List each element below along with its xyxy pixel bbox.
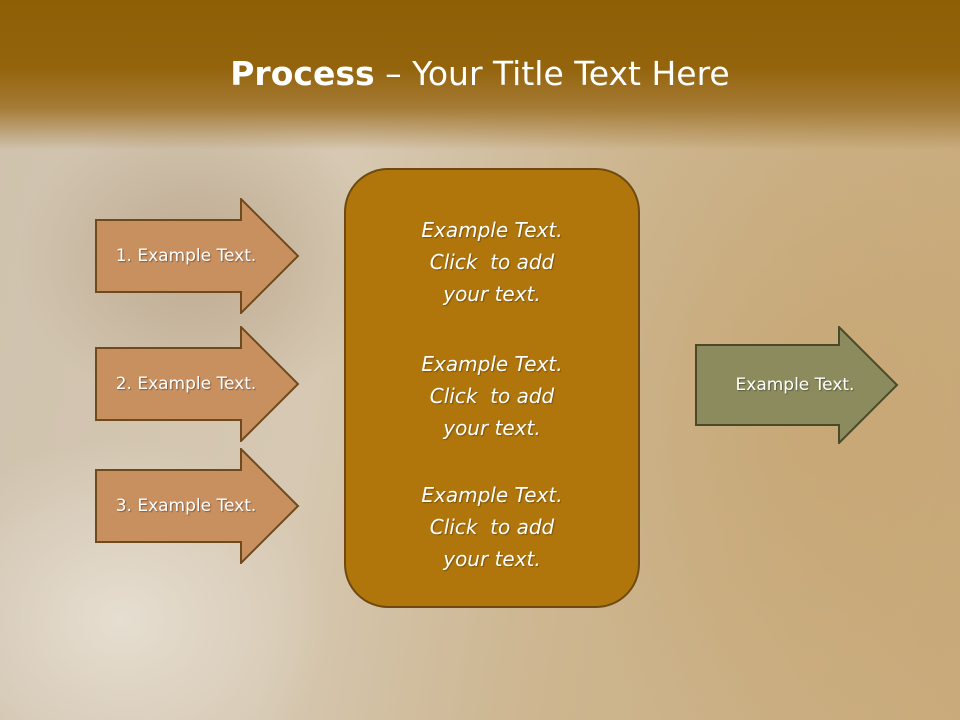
center-text-line: your text. [443, 282, 541, 306]
arrow-shape-icon [695, 326, 899, 444]
center-text-box[interactable]: Example Text. Click to add your text. Ex… [344, 168, 640, 608]
title-bar [0, 0, 960, 150]
step-arrow-1[interactable]: 1. Example Text. [95, 198, 301, 314]
step-label-2: 2. Example Text. [115, 374, 257, 394]
center-text-line: Example Text. [421, 352, 563, 376]
arrow-shape-icon [95, 198, 300, 314]
arrow-shape-icon [95, 326, 300, 442]
arrow-shape-icon [95, 448, 300, 564]
center-text-block-3: Example Text. Click to add your text. [346, 479, 638, 575]
center-text-line: Example Text. [421, 218, 563, 242]
slide-title[interactable]: Process – Your Title Text Here [0, 52, 960, 96]
step-arrow-2[interactable]: 2. Example Text. [95, 326, 301, 442]
step-label-1: 1. Example Text. [115, 246, 257, 266]
step-arrow-3[interactable]: 3. Example Text. [95, 448, 301, 564]
center-text-line: your text. [443, 416, 541, 440]
title-bold: Process [230, 54, 375, 93]
step-label-3: 3. Example Text. [115, 496, 257, 516]
center-text-line: Click to add [429, 250, 555, 274]
result-label: Example Text. [735, 375, 855, 395]
center-text-line: Example Text. [421, 483, 563, 507]
center-text-line: Click to add [429, 515, 555, 539]
result-arrow[interactable]: Example Text. [695, 326, 901, 444]
center-text-block-1: Example Text. Click to add your text. [346, 214, 638, 310]
center-text-line: Click to add [429, 384, 555, 408]
center-text-block-2: Example Text. Click to add your text. [346, 348, 638, 444]
center-text-line: your text. [443, 547, 541, 571]
title-rest: – Your Title Text Here [374, 54, 730, 93]
